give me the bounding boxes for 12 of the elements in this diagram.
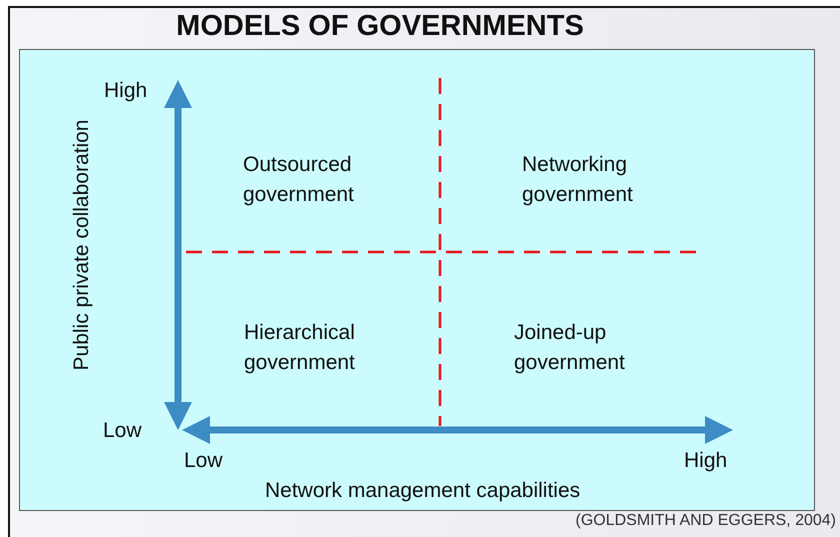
axis-tick-label: Low <box>184 448 223 474</box>
quadrant-label: Joined-up government <box>514 320 626 376</box>
axis-tick-label: High <box>104 78 148 104</box>
quadrant-label: Networking government <box>522 152 634 208</box>
quadrant-label: Hierarchical government <box>244 320 356 376</box>
quadrant-label: Outsourced government <box>243 152 355 208</box>
citation: (GOLDSMITH AND EGGERS, 2004) <box>575 511 836 531</box>
axis-title: Public private collaboration <box>69 120 94 370</box>
axis-title: Network management capabilities <box>265 478 580 504</box>
title: MODELS OF GOVERNMENTS <box>175 9 585 44</box>
axis-tick-label: Low <box>103 418 142 444</box>
axis-tick-label: High <box>684 448 728 474</box>
